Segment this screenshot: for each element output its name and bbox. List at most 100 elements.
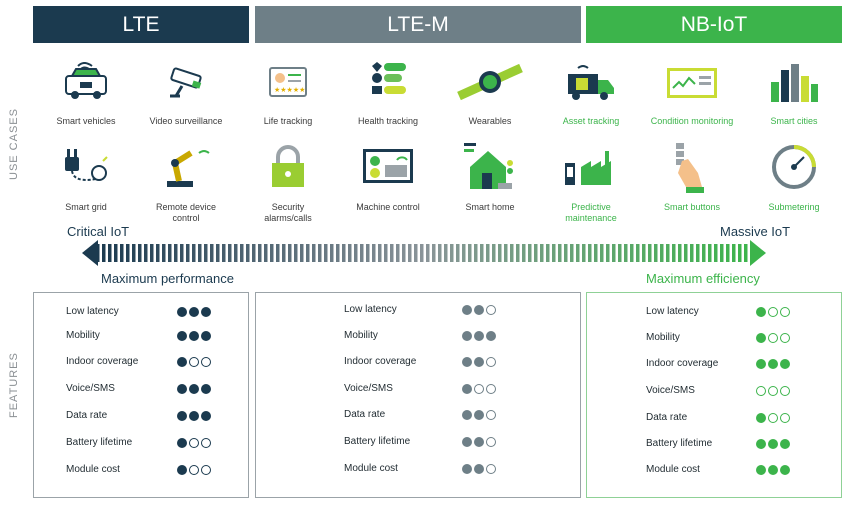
filled-dot bbox=[189, 331, 199, 341]
car-icon bbox=[64, 62, 108, 107]
use-case-label: Smart vehicles bbox=[56, 116, 116, 126]
empty-dot bbox=[486, 437, 496, 447]
filled-dot bbox=[768, 465, 778, 475]
filled-dot bbox=[201, 331, 211, 341]
feature-name: Voice/SMS bbox=[646, 385, 695, 396]
rating-dots bbox=[177, 465, 211, 475]
filled-dot bbox=[462, 464, 472, 474]
filled-dot bbox=[177, 331, 187, 341]
feature-name: Low latency bbox=[344, 304, 397, 315]
filled-dot bbox=[474, 305, 484, 315]
rating-dots bbox=[462, 305, 496, 315]
use-case-label: Remote device control bbox=[155, 202, 217, 223]
feature-name: Indoor coverage bbox=[646, 358, 719, 369]
filled-dot bbox=[177, 411, 187, 421]
use-case-label: Condition monitoring bbox=[650, 116, 734, 126]
filled-dot bbox=[474, 437, 484, 447]
left-arrowhead bbox=[82, 240, 98, 266]
filled-dot bbox=[189, 307, 199, 317]
rating-dots bbox=[756, 307, 790, 317]
rating-dots bbox=[756, 359, 790, 369]
use-case-label: Smart home bbox=[465, 202, 515, 212]
health-icons-icon bbox=[366, 60, 410, 109]
rating-dots bbox=[756, 465, 790, 475]
empty-dot bbox=[486, 410, 496, 420]
spectrum-arrow bbox=[82, 240, 766, 266]
use-case-label: Smart cities bbox=[770, 116, 818, 126]
plug-bulb-icon bbox=[59, 145, 113, 194]
filled-dot bbox=[201, 384, 211, 394]
filled-dot bbox=[474, 410, 484, 420]
id-card-icon: ★★★★★ bbox=[266, 62, 310, 107]
feature-name: Battery lifetime bbox=[646, 438, 713, 449]
feature-name: Module cost bbox=[646, 464, 700, 475]
delivery-truck-icon bbox=[564, 62, 618, 107]
empty-dot bbox=[780, 413, 790, 423]
rating-dots bbox=[462, 437, 496, 447]
right-arrowhead bbox=[750, 240, 766, 266]
filled-dot bbox=[780, 439, 790, 449]
empty-dot bbox=[768, 333, 778, 343]
feature-name: Data rate bbox=[344, 409, 386, 420]
filled-dot bbox=[189, 384, 199, 394]
empty-dot bbox=[780, 386, 790, 396]
max-efficiency-label: Maximum efficiency bbox=[646, 271, 760, 286]
use-case-label: Health tracking bbox=[357, 116, 419, 126]
filled-dot bbox=[474, 464, 484, 474]
rating-dots bbox=[756, 333, 790, 343]
empty-dot bbox=[189, 438, 199, 448]
smart-house-icon bbox=[460, 139, 520, 200]
lte-header: LTE bbox=[33, 6, 249, 43]
city-buildings-icon bbox=[767, 60, 821, 109]
critical-iot-label: Critical IoT bbox=[67, 224, 130, 239]
feature-name: Voice/SMS bbox=[344, 383, 393, 394]
empty-dot bbox=[486, 384, 496, 394]
empty-dot bbox=[486, 305, 496, 315]
filled-dot bbox=[756, 465, 766, 475]
padlock-icon bbox=[268, 145, 308, 194]
filled-dot bbox=[462, 357, 472, 367]
svg-text:★★★★★: ★★★★★ bbox=[274, 86, 305, 94]
empty-dot bbox=[189, 357, 199, 367]
filled-dot bbox=[474, 357, 484, 367]
massive-iot-label: Massive IoT bbox=[720, 224, 791, 239]
rating-dots bbox=[462, 410, 496, 420]
empty-dot bbox=[768, 386, 778, 396]
feature-name: Mobility bbox=[646, 332, 680, 343]
filled-dot bbox=[462, 384, 472, 394]
use-case-label: Smart buttons bbox=[663, 202, 721, 212]
rating-dots bbox=[462, 331, 496, 341]
filled-dot bbox=[462, 305, 472, 315]
rating-dots bbox=[177, 331, 211, 341]
filled-dot bbox=[177, 438, 187, 448]
rating-dots bbox=[756, 439, 790, 449]
monitor-screen-icon bbox=[665, 62, 719, 107]
feature-name: Module cost bbox=[66, 464, 120, 475]
feature-name: Low latency bbox=[646, 306, 699, 317]
filled-dot bbox=[462, 331, 472, 341]
feature-name: Module cost bbox=[344, 463, 398, 474]
filled-dot bbox=[189, 411, 199, 421]
rating-dots bbox=[462, 464, 496, 474]
empty-dot bbox=[768, 413, 778, 423]
filled-dot bbox=[177, 465, 187, 475]
use-case-label: Machine control bbox=[356, 202, 420, 212]
hand-button-icon bbox=[670, 139, 714, 200]
cctv-camera-icon bbox=[164, 62, 208, 107]
factory-icon bbox=[561, 145, 621, 194]
filled-dot bbox=[756, 307, 766, 317]
use-case-label: Security alarms/calls bbox=[264, 202, 312, 223]
filled-dot bbox=[780, 465, 790, 475]
ltem-features-box bbox=[255, 292, 581, 498]
gauge-meter-icon bbox=[770, 143, 818, 196]
rating-dots bbox=[462, 384, 496, 394]
use-case-label: Submetering bbox=[768, 202, 820, 212]
nbiot-header: NB-IoT bbox=[586, 6, 842, 43]
rating-dots bbox=[177, 438, 211, 448]
use-case-label: Asset tracking bbox=[562, 116, 620, 126]
empty-dot bbox=[780, 307, 790, 317]
max-performance-label: Maximum performance bbox=[101, 271, 234, 286]
feature-name: Indoor coverage bbox=[66, 356, 139, 367]
use-case-label: Video surveillance bbox=[149, 116, 223, 126]
rating-dots bbox=[756, 386, 790, 396]
